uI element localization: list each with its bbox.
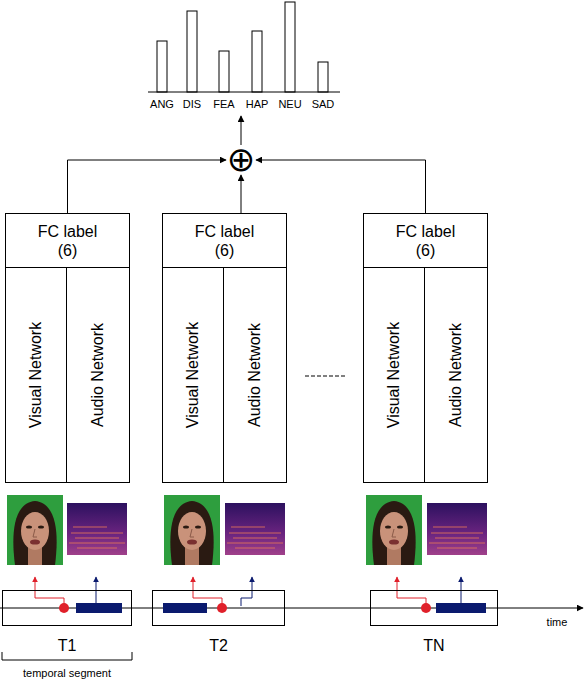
audio-window <box>436 603 486 613</box>
bracket-label: temporal segment <box>23 668 111 679</box>
network-label: Audio Network <box>89 323 107 427</box>
segment-marks <box>35 577 486 613</box>
emotion-bar-chart <box>148 2 340 92</box>
spectrogram-image <box>427 503 487 555</box>
fc-label-box: FC label (6) <box>162 213 287 268</box>
network-box: Audio Network <box>223 267 287 483</box>
network-label: Audio Network <box>447 323 465 427</box>
bar <box>252 31 262 92</box>
segment-label: T2 <box>153 637 284 655</box>
axis-label: time <box>547 617 568 628</box>
chart-baseline <box>148 92 340 93</box>
layer-label: FC label (6) <box>191 222 259 260</box>
face-image <box>164 495 220 565</box>
spectrogram-image <box>225 503 285 555</box>
class-label: FEA <box>213 99 234 110</box>
bar <box>318 62 328 92</box>
audio-window <box>163 603 207 613</box>
class-label: HAP <box>246 99 269 110</box>
layer-label: FC label (6) <box>392 222 460 260</box>
bar <box>219 51 229 92</box>
audio-arrow <box>241 577 252 606</box>
frame-arrow <box>397 577 426 608</box>
audio-window <box>76 603 122 613</box>
face-image <box>366 495 422 565</box>
class-label: NEU <box>278 99 301 110</box>
network-box: Visual Network <box>5 267 67 483</box>
sum-symbol: ⊕ <box>227 142 256 176</box>
bar <box>285 2 295 92</box>
bar <box>187 11 197 92</box>
class-label: DIS <box>183 99 201 110</box>
arrow-connector <box>68 160 227 213</box>
ellipsis-dashes <box>305 376 345 377</box>
network-label: Visual Network <box>27 322 45 428</box>
face-image <box>7 495 63 565</box>
class-label: SAD <box>312 99 335 110</box>
segment-label: T1 <box>3 637 131 655</box>
frame-arrow <box>35 577 64 608</box>
network-box: Visual Network <box>162 267 224 483</box>
network-label: Audio Network <box>246 323 264 427</box>
fc-label-box: FC label (6) <box>5 213 130 268</box>
segment-label: TN <box>371 637 497 655</box>
network-box: Visual Network <box>363 267 425 483</box>
arrow-connector <box>241 175 242 213</box>
temporal-segment-box: TN <box>370 590 498 626</box>
sum-node: ⊕ <box>226 145 256 175</box>
network-box: Audio Network <box>424 267 488 483</box>
class-label: ANG <box>150 99 174 110</box>
network-label: Visual Network <box>385 322 403 428</box>
bar <box>157 41 167 92</box>
temporal-segment-box: T1 <box>2 590 132 626</box>
temporal-segment-box: T2 <box>152 590 285 626</box>
network-box: Audio Network <box>66 267 130 483</box>
fc-label-box: FC label (6) <box>363 213 488 268</box>
arrow-connector <box>256 160 426 213</box>
spectrogram-image <box>67 503 127 555</box>
layer-label: FC label (6) <box>34 222 102 260</box>
frame-arrow <box>193 577 222 608</box>
network-label: Visual Network <box>184 322 202 428</box>
